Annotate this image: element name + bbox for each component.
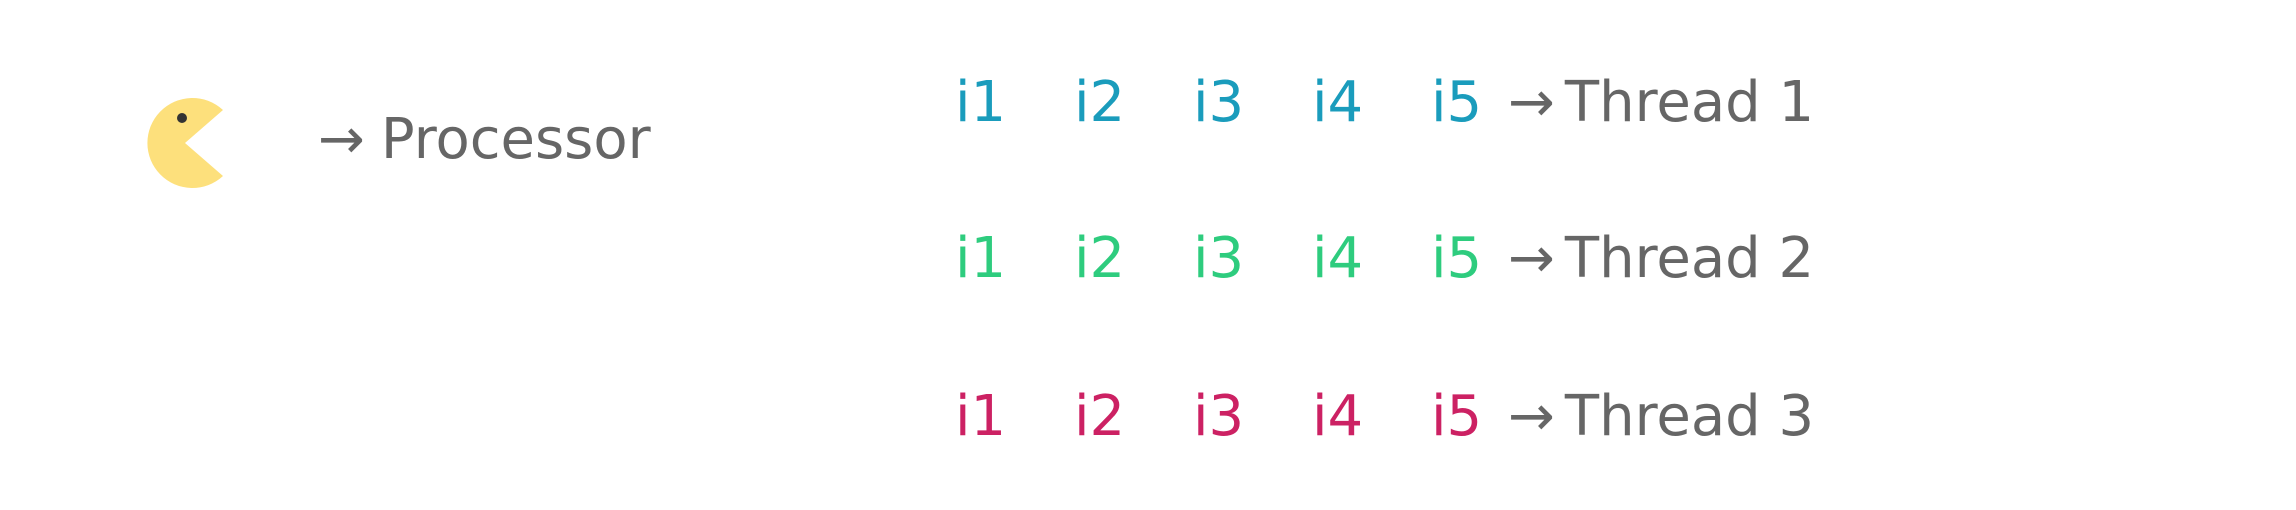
thread-2-instruction-2: i2	[1074, 226, 1126, 291]
thread-2-name: Thread 2	[1564, 226, 1815, 291]
right-arrow-icon: →	[318, 107, 365, 172]
right-arrow-icon: →	[1508, 70, 1555, 135]
thread-row-2: i1 i2 i3 i4 i5 →Thread 2	[955, 224, 1814, 294]
thread-1-instruction-5: i5	[1431, 70, 1483, 135]
thread-2-instruction-4: i4	[1312, 226, 1364, 291]
pacman-body	[147, 98, 223, 188]
thread-1-instruction-3: i3	[1193, 70, 1245, 135]
thread-row-1: i1 i2 i3 i4 i5 →Thread 1	[955, 68, 1814, 138]
pacman-eye	[177, 113, 187, 123]
processor-legend: →Processor	[0, 0, 900, 510]
pacman-icon	[147, 98, 223, 188]
thread-2-instruction-3: i3	[1193, 226, 1245, 291]
processor-label: Processor	[380, 107, 651, 172]
thread-2-label: →Thread 2	[1508, 224, 1814, 294]
thread-3-instruction-3: i3	[1193, 384, 1245, 449]
thread-3-instruction-4: i4	[1312, 384, 1364, 449]
threads-diagram: i1 i2 i3 i4 i5 →Thread 1 i1 i2 i3 i4 i5 …	[955, 0, 1955, 510]
thread-3-instruction-2: i2	[1074, 384, 1126, 449]
thread-2-instruction-5: i5	[1431, 226, 1483, 291]
thread-3-instruction-1: i1	[955, 384, 1007, 449]
thread-3-name: Thread 3	[1564, 384, 1815, 449]
thread-1-instruction-1: i1	[955, 70, 1007, 135]
thread-1-instruction-2: i2	[1074, 70, 1126, 135]
thread-1-label: →Thread 1	[1508, 68, 1814, 138]
thread-3-label: →Thread 3	[1508, 382, 1814, 452]
thread-1-name: Thread 1	[1564, 70, 1815, 135]
thread-2-instruction-1: i1	[955, 226, 1007, 291]
right-arrow-icon: →	[1508, 384, 1555, 449]
thread-3-instruction-5: i5	[1431, 384, 1483, 449]
right-arrow-icon: →	[1508, 226, 1555, 291]
processor-legend-label: →Processor	[318, 106, 651, 174]
thread-1-instruction-4: i4	[1312, 70, 1364, 135]
thread-row-3: i1 i2 i3 i4 i5 →Thread 3	[955, 382, 1814, 452]
